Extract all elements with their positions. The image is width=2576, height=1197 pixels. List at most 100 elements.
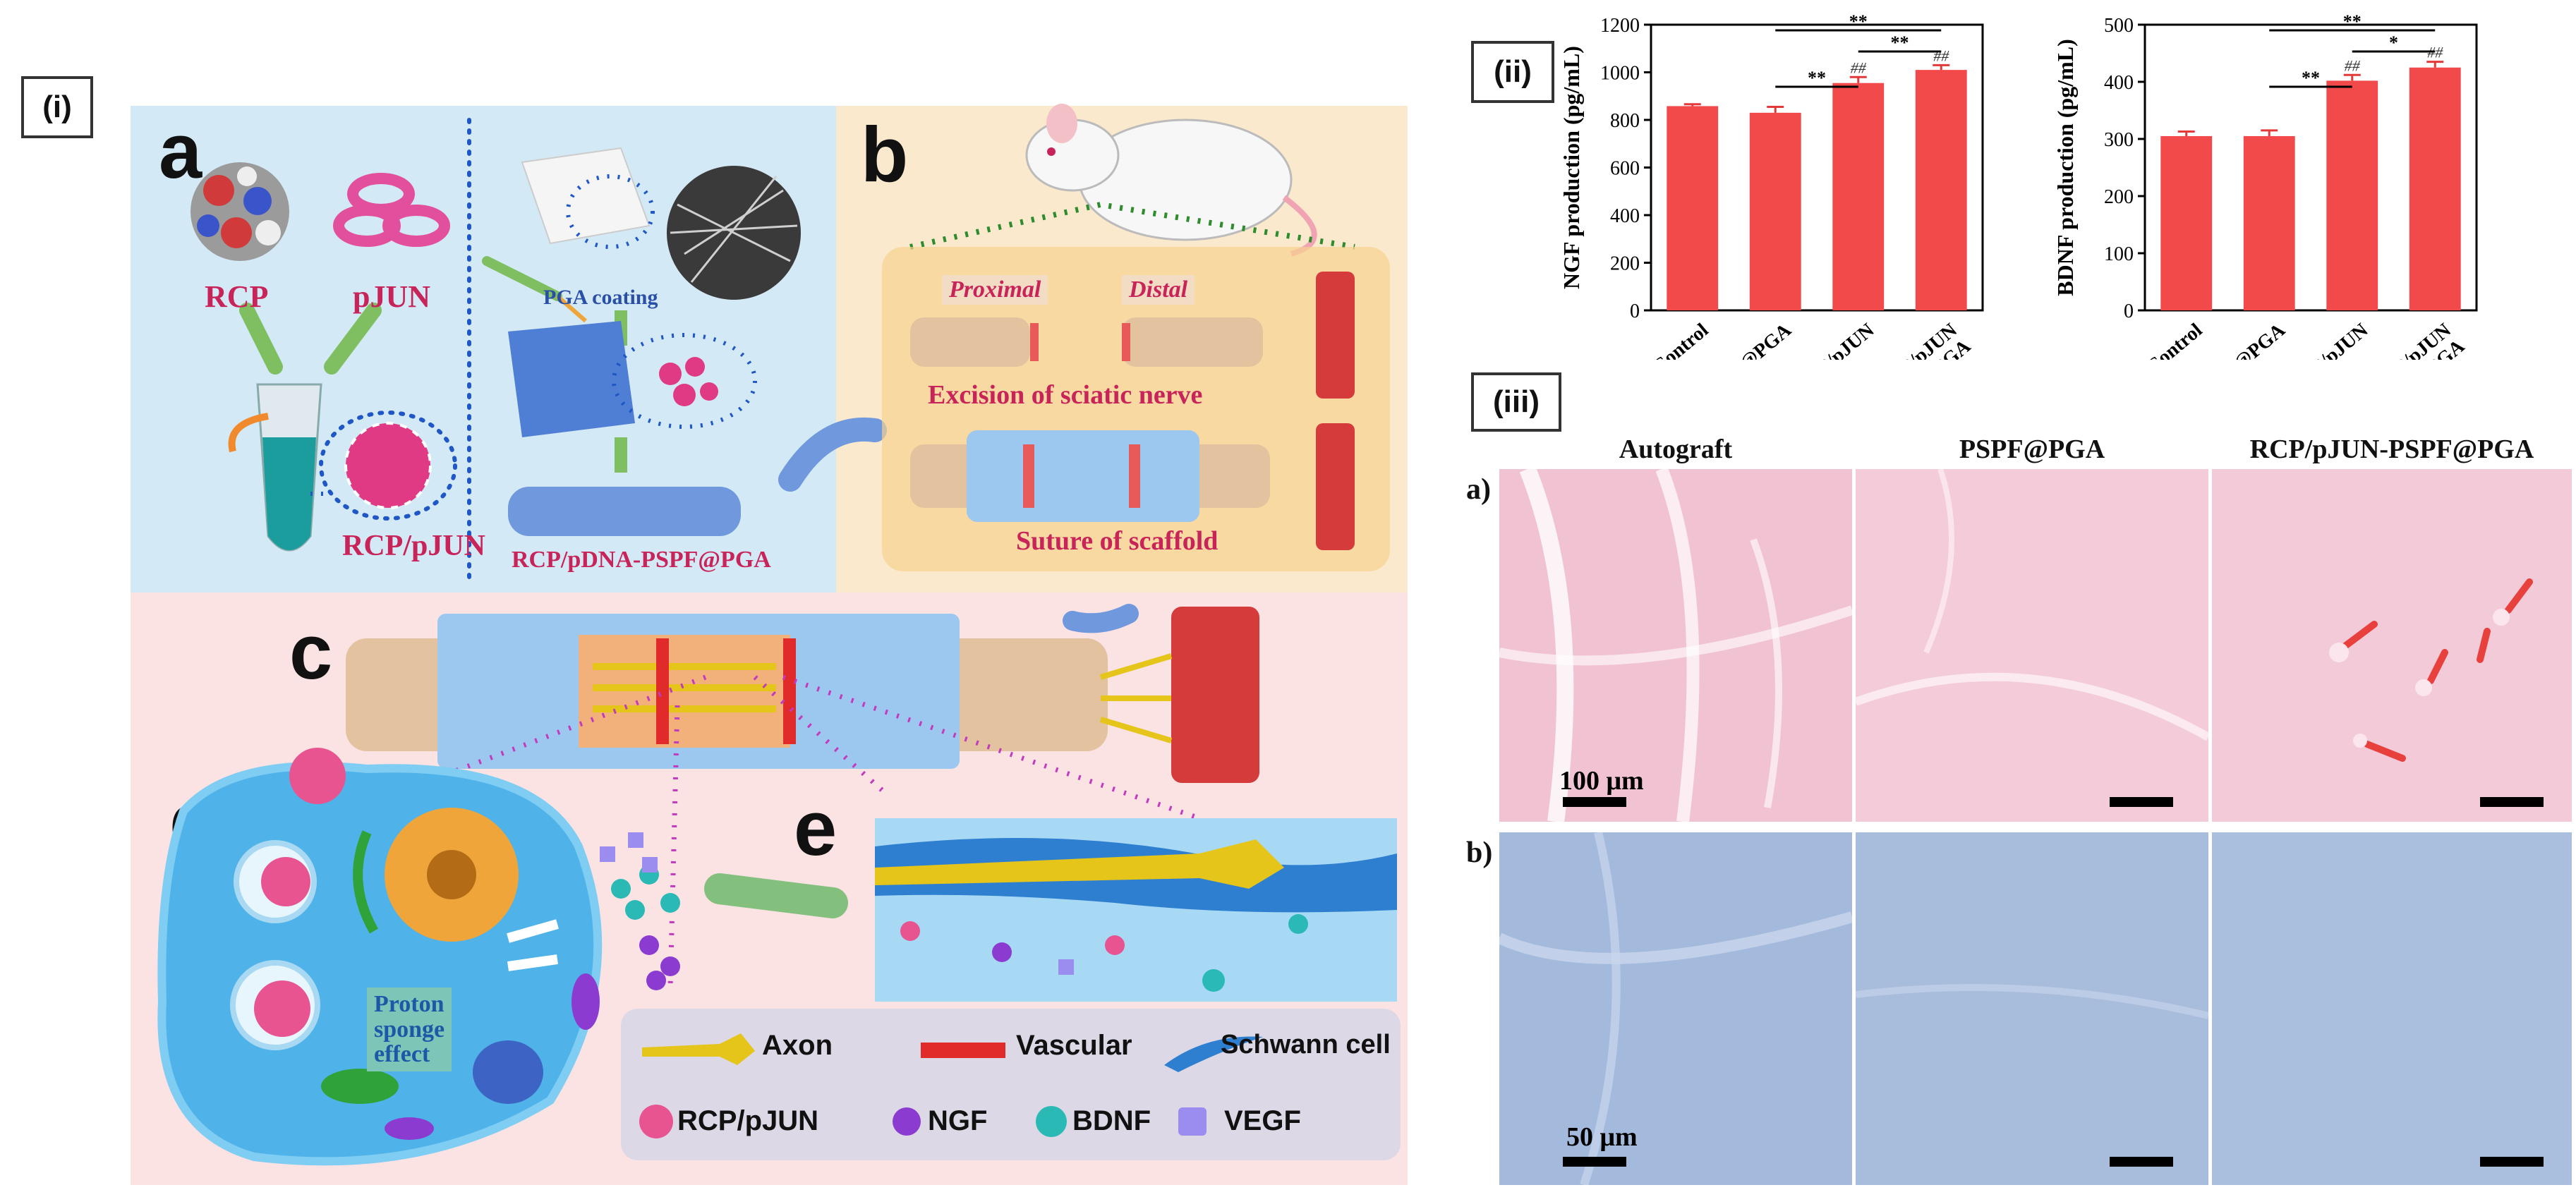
column-header-autograft: Autograft <box>1619 435 1733 464</box>
scale-label-bottom: 50 μm <box>1566 1122 1638 1152</box>
legend-rcp-pjun: RCP/pJUN <box>677 1105 819 1136</box>
bar-0 <box>2160 135 2213 310</box>
he-image-rcp-pjun <box>2212 469 2572 822</box>
proton-line-3: effect <box>374 1041 430 1068</box>
bar-annotation-3: ## <box>2427 44 2443 61</box>
toluidine-image-autograft: 50 μm <box>1499 832 1852 1185</box>
scale-bar <box>2110 797 2173 807</box>
bar-3 <box>1915 70 1967 310</box>
panel-c-letter: c <box>289 609 333 695</box>
bdnf-legend-icon <box>1036 1106 1067 1137</box>
x-tick-label: RCP/pJUN <box>2285 319 2373 360</box>
panel-ii-tag: (ii) <box>1471 41 1554 103</box>
x-tick-label-group: RCP/pJUN-PS@PGA <box>1874 319 1975 360</box>
axon-legend-icon <box>642 1033 755 1065</box>
proton-line-1: Proton <box>374 991 445 1017</box>
bar-annotation-3: ## <box>1933 47 1949 64</box>
legend-vegf: VEGF <box>1224 1105 1301 1136</box>
x-tick-label-group: Control <box>2142 319 2206 360</box>
row-label-b: b) <box>1466 837 1493 869</box>
pjun-label: pJUN <box>353 279 431 314</box>
axon-icon <box>875 839 1284 889</box>
scale-bar <box>2480 1157 2544 1167</box>
ngf-legend-icon <box>893 1107 921 1136</box>
legend-vascular: Vascular <box>1016 1030 1132 1061</box>
column-header-pspf: PSPF@PGA <box>1959 435 2105 464</box>
x-tick-label-group: Control <box>1648 319 1712 360</box>
x-tick-label-group: PS@PGA <box>1718 319 1796 360</box>
panel-iii-tag: (iii) <box>1471 372 1561 432</box>
y-tick-label: 300 <box>2104 129 2134 151</box>
x-tick-label: PS@PGA <box>1718 319 1796 360</box>
scaffold-label: RCP/pDNA-PSPF@PGA <box>512 547 771 573</box>
legend-bdnf: BDNF <box>1072 1105 1151 1136</box>
panel-e-letter: e <box>794 785 837 872</box>
x-tick-label-group: RCP/pJUN-PS@PGA <box>2368 319 2469 360</box>
y-axis-label: BDNF production (pg/mL) <box>2052 39 2078 296</box>
rcp-pjun-legend-icon <box>639 1105 673 1138</box>
nerve-distal <box>1122 317 1263 367</box>
y-tick-label: 200 <box>1610 253 1640 275</box>
rolled-scaffold-icon <box>508 487 741 536</box>
nerve-proximal <box>910 317 1030 367</box>
x-tick-label: Control <box>2142 319 2206 360</box>
y-tick-label: 200 <box>2104 186 2134 208</box>
y-tick-label: 0 <box>2124 300 2134 322</box>
bar-2 <box>1832 83 1885 310</box>
scaffold-icon <box>967 430 1199 522</box>
x-tick-label-group: RCP/pJUN <box>2285 319 2373 360</box>
significance-label: * <box>2389 32 2398 53</box>
bar-1 <box>2243 135 2295 310</box>
x-tick-label: RCP/pJUN <box>1791 319 1879 360</box>
tube-icon <box>228 383 322 552</box>
pga-coating-label: PGA coating <box>543 286 658 309</box>
y-tick-label: 600 <box>1610 158 1640 180</box>
x-tick-label: Control <box>1648 319 1712 360</box>
pjun-plasmid-icon <box>333 173 450 247</box>
scale-bar-bottom <box>1563 1157 1626 1167</box>
vegf-legend-icon <box>1178 1107 1207 1136</box>
x-tick-label: PS@PGA <box>2212 319 2290 360</box>
x-tick-label-group: RCP/pJUN <box>1791 319 1879 360</box>
plot-frame <box>2143 23 2478 312</box>
he-image-pspf <box>1856 469 2208 822</box>
y-axis-label: NGF production (pg/mL) <box>1559 46 1584 289</box>
rcp-label: RCP <box>205 279 269 314</box>
proximal-label: Proximal <box>942 275 1048 305</box>
distal-label: Distal <box>1122 275 1195 305</box>
suture-label: Suture of scaffold <box>1016 526 1219 556</box>
y-tick-label: 400 <box>2104 72 2134 94</box>
he-image-autograft: 100 μm <box>1499 469 1852 822</box>
y-tick-label: 400 <box>1610 205 1640 227</box>
y-tick-label: 100 <box>2104 243 2134 265</box>
column-header-rcp-pjun: RCP/pJUN-PSPF@PGA <box>2249 435 2534 464</box>
toluidine-image-rcp-pjun <box>2212 832 2572 1185</box>
significance-label: ** <box>1808 68 1826 88</box>
proton-sponge-label: Proton sponge effect <box>367 988 452 1072</box>
vessel-arrows <box>2342 578 2533 762</box>
rat-icon <box>1025 104 1317 257</box>
y-tick-label: 1000 <box>1600 63 1640 85</box>
bar-2 <box>2326 80 2378 310</box>
vascular-legend-icon <box>921 1043 1005 1058</box>
panel-a-letter: a <box>159 108 202 195</box>
panel-b-letter: b <box>861 111 909 198</box>
bar-annotation-2: ## <box>1851 59 1867 76</box>
excision-label: Excision of sciatic nerve <box>928 380 1203 410</box>
significance-label: ** <box>2302 68 2320 88</box>
row-label-a: a) <box>1466 473 1491 506</box>
scale-bar <box>2110 1157 2173 1167</box>
y-tick-label: 0 <box>1630 300 1640 322</box>
legend-box <box>621 1009 1401 1160</box>
scale-label-top: 100 μm <box>1559 766 1644 796</box>
legend-ngf: NGF <box>928 1105 988 1136</box>
rcp-pjun-label: RCP/pJUN <box>342 530 486 562</box>
legend-icons <box>639 1033 1263 1138</box>
schwann-legend-icon <box>1164 1036 1263 1072</box>
scale-bar-top <box>1563 797 1626 807</box>
muscle-icon <box>1316 272 1355 399</box>
toluidine-image-pspf <box>1856 832 2208 1185</box>
legend-schwann: Schwann cell <box>1221 1030 1391 1059</box>
y-tick-label: 500 <box>2104 15 2134 37</box>
